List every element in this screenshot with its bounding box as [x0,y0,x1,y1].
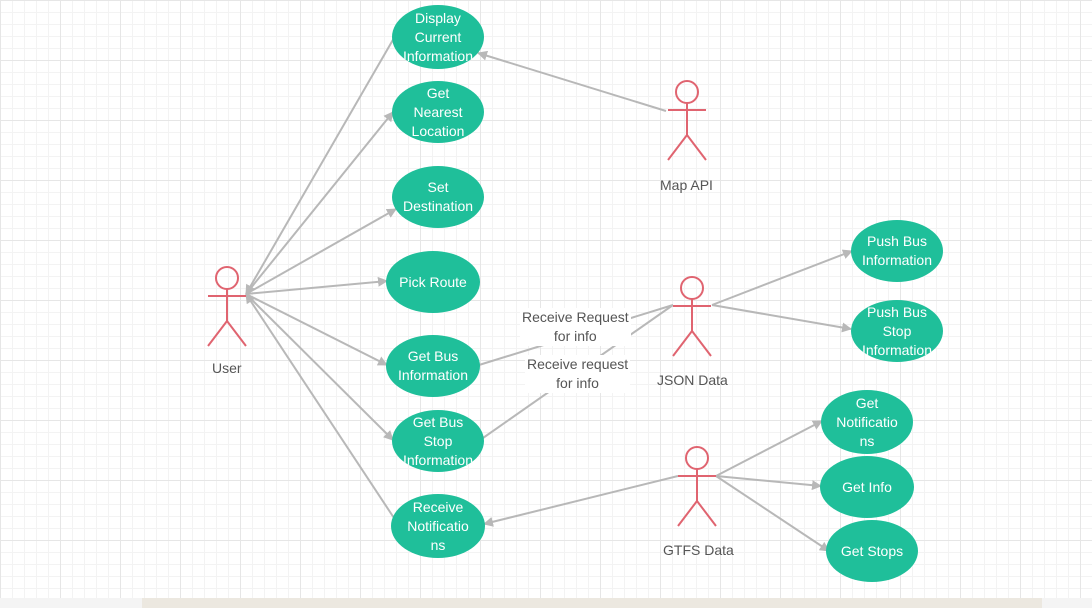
edge-gtfs-data-get-notifications [715,420,823,477]
edge-user-get-nearest-location [245,111,394,295]
edge-user-pick-route [245,276,388,295]
actor-json-data-figure [672,276,712,357]
use-case-pick-route[interactable]: Pick Route [386,251,480,313]
edge-label-receive-request-1: Receive Request for info [520,308,631,346]
edge-user-get-bus-info [245,293,388,366]
actor-gtfs-data-figure [677,446,717,527]
edge-json-data-push-bus-stop-info [711,304,852,333]
actor-map-api-figure [667,80,707,161]
edge-json-data-push-bus-info [711,249,853,306]
use-case-push-bus-information[interactable]: Push Bus Information [851,220,943,282]
use-case-get-nearest-location[interactable]: Get Nearest Location [392,81,484,143]
edge-user-get-bus-stop-info [245,293,394,441]
actor-map-api-label: Map API [660,177,713,193]
actor-user-label: User [212,360,242,376]
use-case-get-bus-information[interactable]: Get Bus Information [386,335,480,397]
edge-user-display-current-info [245,37,395,295]
use-case-get-notifications[interactable]: Get Notificatio ns [821,390,913,454]
edge-gtfs-data-get-info [715,475,822,491]
actor-gtfs-data-label: GTFS Data [663,542,734,558]
actor-json-data-label: JSON Data [657,372,728,388]
edge-gtfs-data-get-stops [715,475,830,552]
use-case-get-bus-stop-information[interactable]: Get Bus Stop Information [392,410,484,472]
use-case-get-info[interactable]: Get Info [820,456,914,518]
edge-label-receive-request-2: Receive request for info [525,355,631,393]
use-case-push-bus-stop-information[interactable]: Push Bus Stop Information [851,300,943,362]
actor-user-figure [207,266,247,347]
use-case-set-destination[interactable]: Set Destination [392,166,484,228]
edge-user-set-destination [245,208,397,295]
use-case-display-current-information[interactable]: Display Current Information [392,5,484,69]
use-case-get-stops[interactable]: Get Stops [826,520,918,582]
edge-map-api-display-current-info [477,50,667,112]
horizontal-scrollbar[interactable] [0,598,1092,608]
use-case-receive-notifications[interactable]: Receive Notificatio ns [391,494,485,558]
scrollbar-thumb[interactable] [142,598,1042,608]
edge-gtfs-data-receive-notifications [483,475,679,527]
edge-receive-notifications-user [245,293,395,519]
